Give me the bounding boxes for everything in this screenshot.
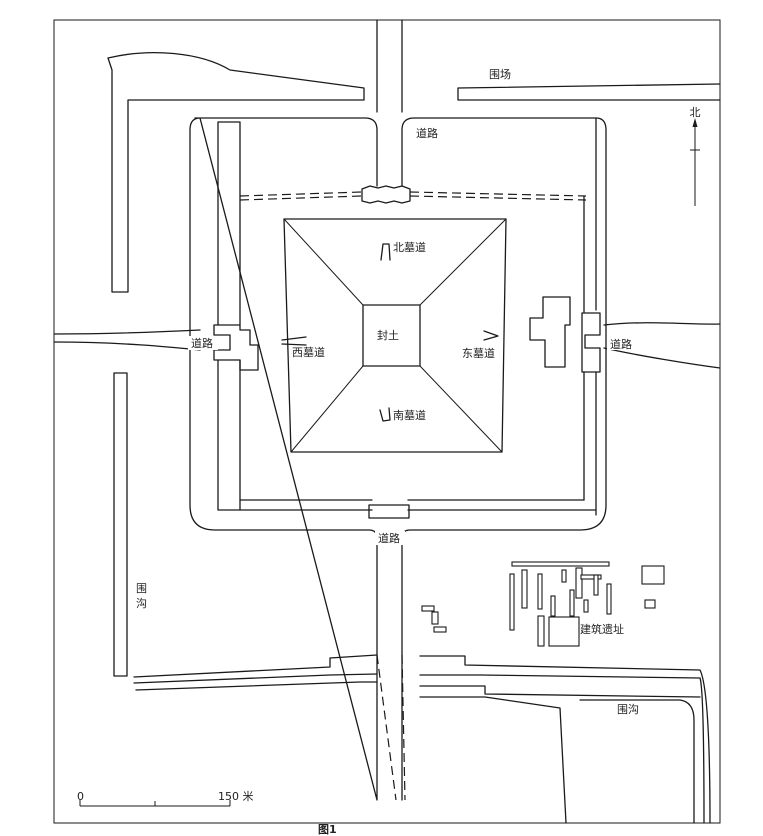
- figure-caption: 图1: [318, 823, 337, 836]
- road-north-top: [376, 19, 403, 113]
- moat-west-label-1: 围: [136, 582, 147, 595]
- moat-south-label: 围沟: [617, 703, 639, 716]
- north-arrow-icon: [690, 118, 700, 206]
- enclosure-wall-northwest: [107, 52, 365, 293]
- west-passage-mark: [281, 336, 307, 346]
- east-passage-mark: [483, 330, 499, 341]
- west-gate: [213, 324, 259, 371]
- south-gate: [368, 504, 410, 519]
- north-wall-dashed: [239, 191, 587, 201]
- map-frame: [53, 19, 721, 824]
- west-moat: [113, 372, 128, 677]
- south-passage-label: 南墓道: [393, 408, 426, 422]
- building-site-structures: [421, 561, 665, 647]
- south-moat-lower: [419, 685, 701, 824]
- inner-wall-west: [217, 121, 241, 511]
- east-gate: [581, 312, 601, 373]
- south-moat-west: [133, 654, 378, 684]
- east-passage-label: 东墓道: [462, 346, 495, 360]
- road-south-label: 道路: [378, 531, 400, 545]
- north-arrow-label: 北: [690, 106, 701, 119]
- scale-start-label: 0: [77, 790, 84, 803]
- inner-wall-east: [583, 117, 597, 516]
- burial-mound: [283, 218, 507, 453]
- west-passage-label: 西墓道: [292, 345, 325, 359]
- enclosure-yard-label: 围场: [489, 67, 511, 81]
- mound-label: 封土: [377, 328, 399, 342]
- south-road-dashed: [376, 654, 406, 801]
- south-moat-west-lower: [135, 681, 378, 691]
- road-west-label: 道路: [191, 336, 213, 350]
- north-passage-mark: [380, 243, 391, 261]
- east-building: [529, 296, 571, 368]
- enclosure-wall-northeast: [457, 83, 721, 101]
- building-site-label: 建筑遗址: [580, 622, 624, 636]
- scale-bar: [79, 800, 231, 807]
- road-east-label: 道路: [610, 337, 632, 351]
- road-west-lines: [53, 329, 201, 351]
- inner-enclosure-outline: [189, 117, 607, 801]
- north-passage-label: 北墓道: [393, 240, 426, 254]
- moat-west-label-2: 沟: [136, 597, 147, 610]
- road-north-label: 道路: [416, 126, 438, 140]
- north-gate: [361, 185, 411, 204]
- south-passage-mark: [379, 407, 391, 422]
- south-moat-east: [419, 655, 711, 824]
- scale-end-label: 150 米: [218, 790, 254, 803]
- inner-wall-south: [239, 499, 597, 511]
- road-east-lines: [603, 322, 721, 369]
